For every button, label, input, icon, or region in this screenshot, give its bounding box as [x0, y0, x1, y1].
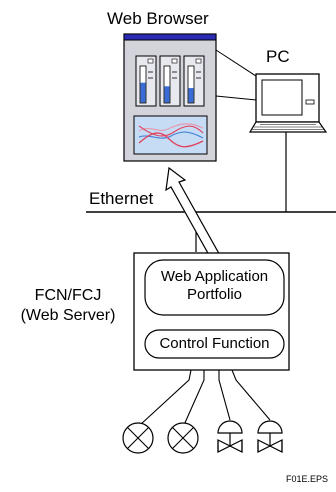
pc-computer-icon [248, 73, 328, 133]
server-name-label: FCN/FCJ (Web Server) [8, 286, 128, 326]
control-function-box [144, 329, 285, 359]
sensor-icon [122, 422, 154, 454]
web-browser-window [123, 33, 217, 162]
faceplate-bar [164, 86, 170, 103]
valve-icon [217, 420, 243, 453]
web-application-box [144, 259, 285, 316]
faceplate [159, 55, 181, 107]
web-application-label: Web Application Portfolio [145, 268, 284, 304]
web-browser-label: Web Browser [107, 9, 209, 28]
pc-label: PC [266, 47, 290, 66]
sensor-icon [167, 422, 199, 454]
faceplate [183, 55, 205, 107]
browser-pc-connector [215, 95, 257, 101]
data-flow-arrow [165, 166, 223, 265]
control-function-label: Control Function [159, 335, 270, 352]
faceplate-bar [140, 82, 146, 103]
web-application-line1: Web Application [160, 268, 269, 285]
faceplate-group [135, 55, 205, 107]
valve-icon [257, 420, 283, 453]
faceplate [135, 55, 157, 107]
trend-line-pink [138, 123, 204, 132]
faceplate-bar [188, 88, 194, 103]
ethernet-label: Ethernet [89, 189, 154, 208]
trend-line-red-2 [138, 125, 204, 137]
field-wiring [139, 369, 271, 426]
trend-graph [133, 115, 208, 155]
server-name-line1: FCN/FCJ [34, 287, 102, 304]
trend-line-red [138, 132, 204, 148]
browser-title-bar [123, 33, 217, 41]
browser-pc-connector-2 [215, 49, 257, 77]
web-application-line2: Portfolio [186, 286, 243, 303]
server-name-line2: (Web Server) [20, 307, 116, 324]
figure-code-label: F01E.EPS [286, 474, 329, 484]
